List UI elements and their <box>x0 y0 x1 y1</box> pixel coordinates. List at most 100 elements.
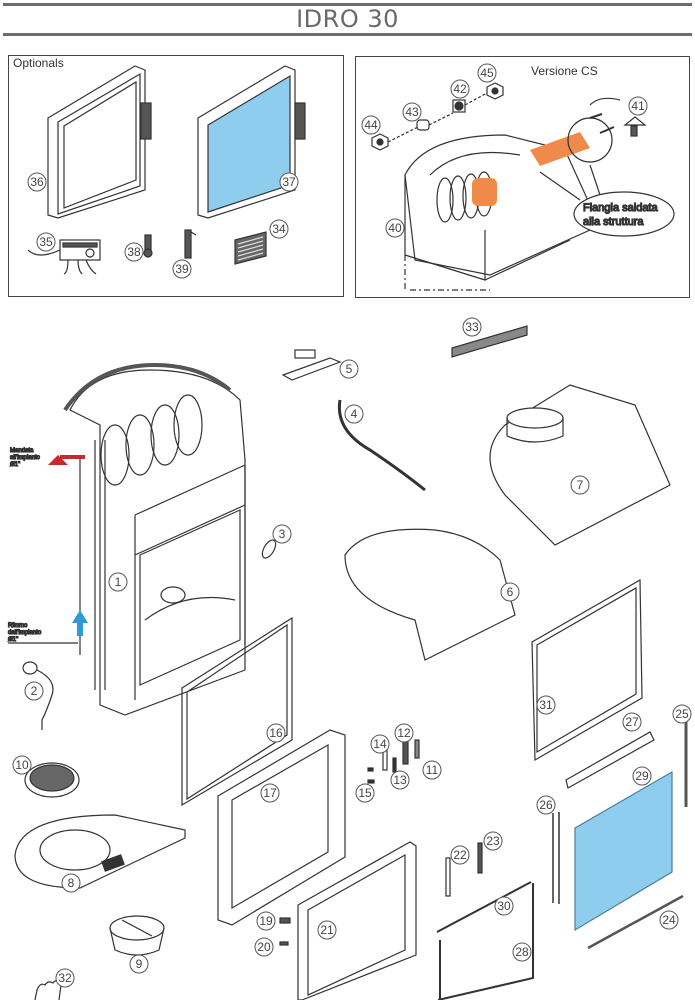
inlet-label-1: Mandata <box>10 448 34 454</box>
part-23-rod[interactable] <box>477 842 483 874</box>
svg-text:21: 21 <box>320 923 334 937</box>
svg-text:39: 39 <box>175 262 189 276</box>
svg-text:8: 8 <box>68 876 75 890</box>
top-rule <box>3 3 692 6</box>
part-10-grate[interactable] <box>24 762 80 798</box>
svg-text:25: 25 <box>675 707 689 721</box>
svg-text:19: 19 <box>259 914 273 928</box>
part-19-knob[interactable] <box>279 917 291 924</box>
svg-text:33: 33 <box>465 320 479 334</box>
svg-text:20: 20 <box>257 940 271 954</box>
part-4-cord[interactable] <box>337 399 426 492</box>
part-22-rod[interactable] <box>445 857 451 897</box>
part-20-pin[interactable] <box>279 941 289 946</box>
svg-text:12: 12 <box>397 726 411 740</box>
svg-text:14: 14 <box>373 737 387 751</box>
outlet-label-1: Ritorno <box>8 623 28 629</box>
svg-text:45: 45 <box>480 66 494 80</box>
svg-text:34: 34 <box>272 222 286 236</box>
part-26-strip[interactable] <box>552 812 560 904</box>
svg-text:42: 42 <box>453 82 467 96</box>
part-30-seal[interactable] <box>436 881 532 933</box>
svg-text:15: 15 <box>358 786 372 800</box>
svg-text:1: 1 <box>115 575 122 589</box>
page-title: IDRO 30 <box>296 5 399 33</box>
svg-text:Flangia saldata: Flangia saldata <box>583 202 658 214</box>
svg-text:36: 36 <box>30 175 44 189</box>
svg-text:13: 13 <box>393 773 407 787</box>
cs-version-label: Versione CS <box>531 64 598 78</box>
part-16-gasket-frame[interactable] <box>181 616 293 807</box>
svg-text:28: 28 <box>515 945 529 959</box>
assembly-axis <box>387 92 488 143</box>
part-36-door-frame[interactable] <box>47 65 152 219</box>
part-28-glass[interactable] <box>437 883 534 1000</box>
svg-text:2: 2 <box>31 684 38 698</box>
svg-text:41: 41 <box>631 99 645 113</box>
part-5-deflector[interactable] <box>281 349 342 381</box>
flow-outlet-arrow <box>48 455 85 465</box>
part-27-profile[interactable] <box>565 731 655 789</box>
svg-text:alla struttura: alla struttura <box>583 216 644 228</box>
part-3-gasket[interactable] <box>260 538 279 560</box>
part-31-gasket-frame[interactable] <box>531 578 643 762</box>
title-underline <box>3 33 692 36</box>
svg-text:9: 9 <box>136 957 143 971</box>
part-45-cap[interactable] <box>486 82 504 100</box>
svg-text:4: 4 <box>351 407 358 421</box>
part-24-strip[interactable] <box>587 894 684 950</box>
part-37-glass-door[interactable] <box>197 65 306 219</box>
part-34-grille[interactable] <box>234 231 267 265</box>
part-35-control-unit[interactable] <box>27 239 101 275</box>
part-1-stove-body[interactable] <box>63 362 246 716</box>
svg-text:3: 3 <box>279 527 286 541</box>
flow-inlet-arrow <box>72 610 88 636</box>
svg-text:24: 24 <box>662 913 676 927</box>
svg-text:6: 6 <box>507 585 514 599</box>
svg-text:11: 11 <box>426 763 439 777</box>
svg-text:40: 40 <box>388 221 402 235</box>
part-8-top-plate[interactable] <box>14 814 186 889</box>
svg-text:37: 37 <box>282 175 296 189</box>
part-42-fitting[interactable] <box>452 99 466 113</box>
svg-text:22: 22 <box>453 848 467 862</box>
svg-text:16: 16 <box>269 726 283 740</box>
part-2-valve[interactable] <box>22 661 54 730</box>
part-32-glove[interactable] <box>34 980 62 1000</box>
part-33-grille-strip[interactable] <box>451 325 528 358</box>
svg-text:26: 26 <box>539 798 553 812</box>
heater-element <box>530 132 590 166</box>
svg-text:44: 44 <box>364 118 378 132</box>
svg-text:31: 31 <box>539 698 553 712</box>
outlet-label-2: dall'impianto <box>8 630 42 636</box>
part-21-door-frame[interactable] <box>297 841 417 1000</box>
part-40-cs-body[interactable] <box>404 134 591 291</box>
svg-text:32: 32 <box>58 971 72 985</box>
svg-text:29: 29 <box>635 769 649 783</box>
outlet-label-3: Ø1" <box>8 637 18 643</box>
part-38-sensor[interactable] <box>143 234 153 258</box>
svg-text:7: 7 <box>577 478 584 492</box>
flange-note: Flangia saldata alla struttura <box>539 164 675 237</box>
inner-heater <box>472 178 497 206</box>
part-39-bracket[interactable] <box>184 229 197 259</box>
part-29-glass[interactable] <box>574 770 673 932</box>
part-7-flue-plate[interactable] <box>489 384 671 546</box>
svg-text:17: 17 <box>263 786 277 800</box>
part-41-thermostat[interactable] <box>589 97 647 137</box>
inlet-label-2: all'impianto <box>10 455 40 461</box>
part-17-door-frame[interactable] <box>217 729 346 926</box>
svg-text:5: 5 <box>346 362 353 376</box>
svg-text:27: 27 <box>625 715 639 729</box>
svg-text:30: 30 <box>497 899 511 913</box>
part-43-nipple[interactable] <box>416 119 430 131</box>
inlet-label-3: Ø1" <box>10 462 20 468</box>
part-44-nut[interactable] <box>371 133 389 151</box>
svg-text:23: 23 <box>486 834 500 848</box>
svg-text:10: 10 <box>15 758 29 772</box>
part-6-gasket[interactable] <box>344 528 516 661</box>
svg-text:43: 43 <box>405 105 419 119</box>
part-9-collar[interactable] <box>109 915 165 956</box>
